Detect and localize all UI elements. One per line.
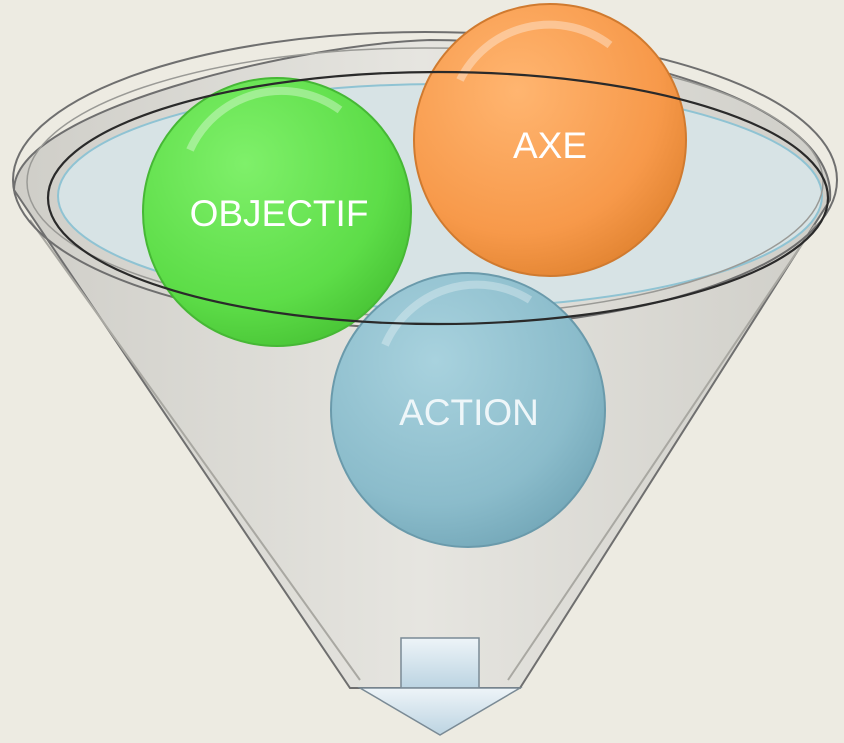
circle-action: ACTION: [330, 272, 606, 548]
down-arrow-icon: [357, 637, 523, 736]
funnel-rim-front: [46, 70, 830, 326]
circle-label-action: ACTION: [399, 392, 539, 433]
circle-label-objectif: OBJECTIF: [190, 193, 369, 234]
circle-label-axe: AXE: [513, 125, 587, 166]
funnel-inner-edge: [29, 219, 816, 681]
circle-objectif: OBJECTIF: [142, 77, 412, 347]
circle-axe: AXE: [413, 3, 687, 277]
